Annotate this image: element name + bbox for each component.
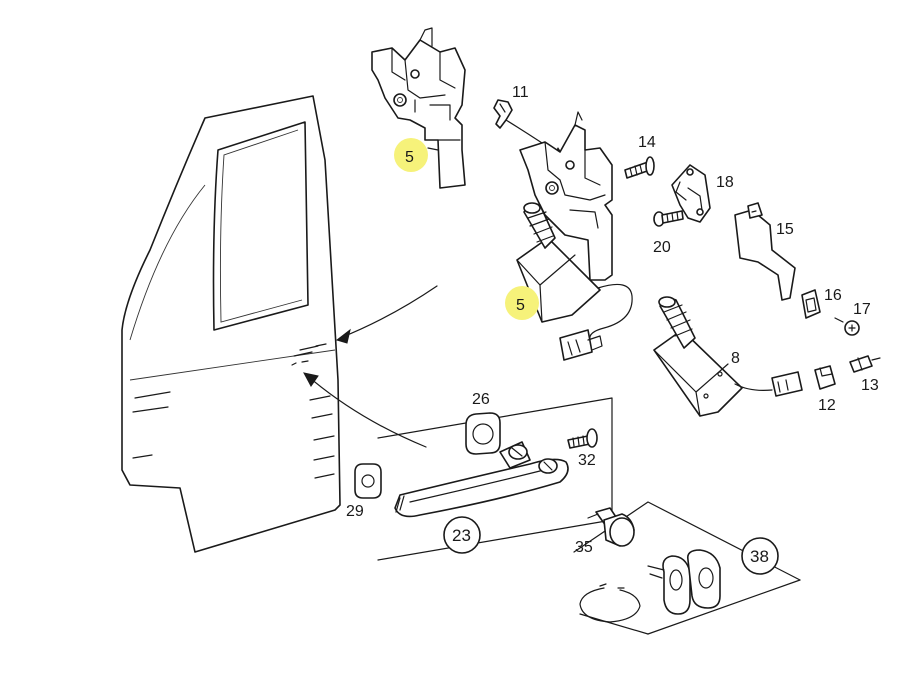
label-part-14: 14 bbox=[638, 134, 656, 151]
label-part-15: 15 bbox=[776, 221, 794, 238]
clip-part-16 bbox=[801, 289, 821, 319]
retaining-ring bbox=[579, 583, 641, 623]
actuator-part-8 bbox=[653, 296, 803, 417]
label-part-32: 32 bbox=[578, 452, 596, 469]
label-part-23: 23 bbox=[452, 526, 471, 545]
lock-rings-part-38 bbox=[647, 549, 721, 615]
highlight-dot-lower bbox=[505, 286, 539, 320]
label-part-8: 8 bbox=[731, 350, 740, 367]
label-part-17: 17 bbox=[853, 301, 871, 318]
label-part-5-lower: 5 bbox=[516, 297, 525, 314]
arrow-lock-to-door bbox=[335, 285, 438, 344]
label-part-38: 38 bbox=[750, 547, 769, 566]
arrow-handle-to-door bbox=[303, 372, 427, 448]
striker-plate-part-18 bbox=[671, 164, 711, 223]
terminal-part-13 bbox=[849, 355, 881, 373]
label-part-26: 26 bbox=[472, 391, 490, 408]
door-lock-upper bbox=[371, 27, 466, 189]
label-part-16: 16 bbox=[824, 287, 842, 304]
label-part-13: 13 bbox=[861, 377, 879, 394]
clip-part-11 bbox=[493, 99, 513, 129]
label-part-35: 35 bbox=[575, 539, 593, 556]
escutcheon-part-26 bbox=[465, 412, 501, 455]
label-part-11: 11 bbox=[512, 84, 529, 101]
gasket-part-29 bbox=[354, 463, 382, 499]
nut-part-17 bbox=[834, 317, 860, 336]
label-part-20: 20 bbox=[653, 239, 671, 256]
door-panel bbox=[121, 95, 341, 553]
label-part-12: 12 bbox=[818, 397, 836, 414]
door-handle-part-23 bbox=[394, 441, 569, 518]
callout-circle-23 bbox=[443, 516, 481, 554]
label-part-18: 18 bbox=[716, 174, 734, 191]
label-part-29: 29 bbox=[346, 503, 364, 520]
screw-part-14 bbox=[624, 156, 655, 179]
door-lock-lower-with-actuator bbox=[516, 111, 633, 361]
highlight-dot-upper bbox=[394, 138, 428, 172]
label-part-5-upper: 5 bbox=[405, 149, 414, 166]
lock-cylinder-part-35 bbox=[587, 507, 635, 547]
plug-part-12 bbox=[814, 365, 836, 390]
callout-circle-38 bbox=[741, 537, 779, 575]
screw-part-20 bbox=[653, 210, 684, 227]
bracket-part-15 bbox=[734, 202, 796, 301]
screw-part-32 bbox=[567, 428, 598, 449]
